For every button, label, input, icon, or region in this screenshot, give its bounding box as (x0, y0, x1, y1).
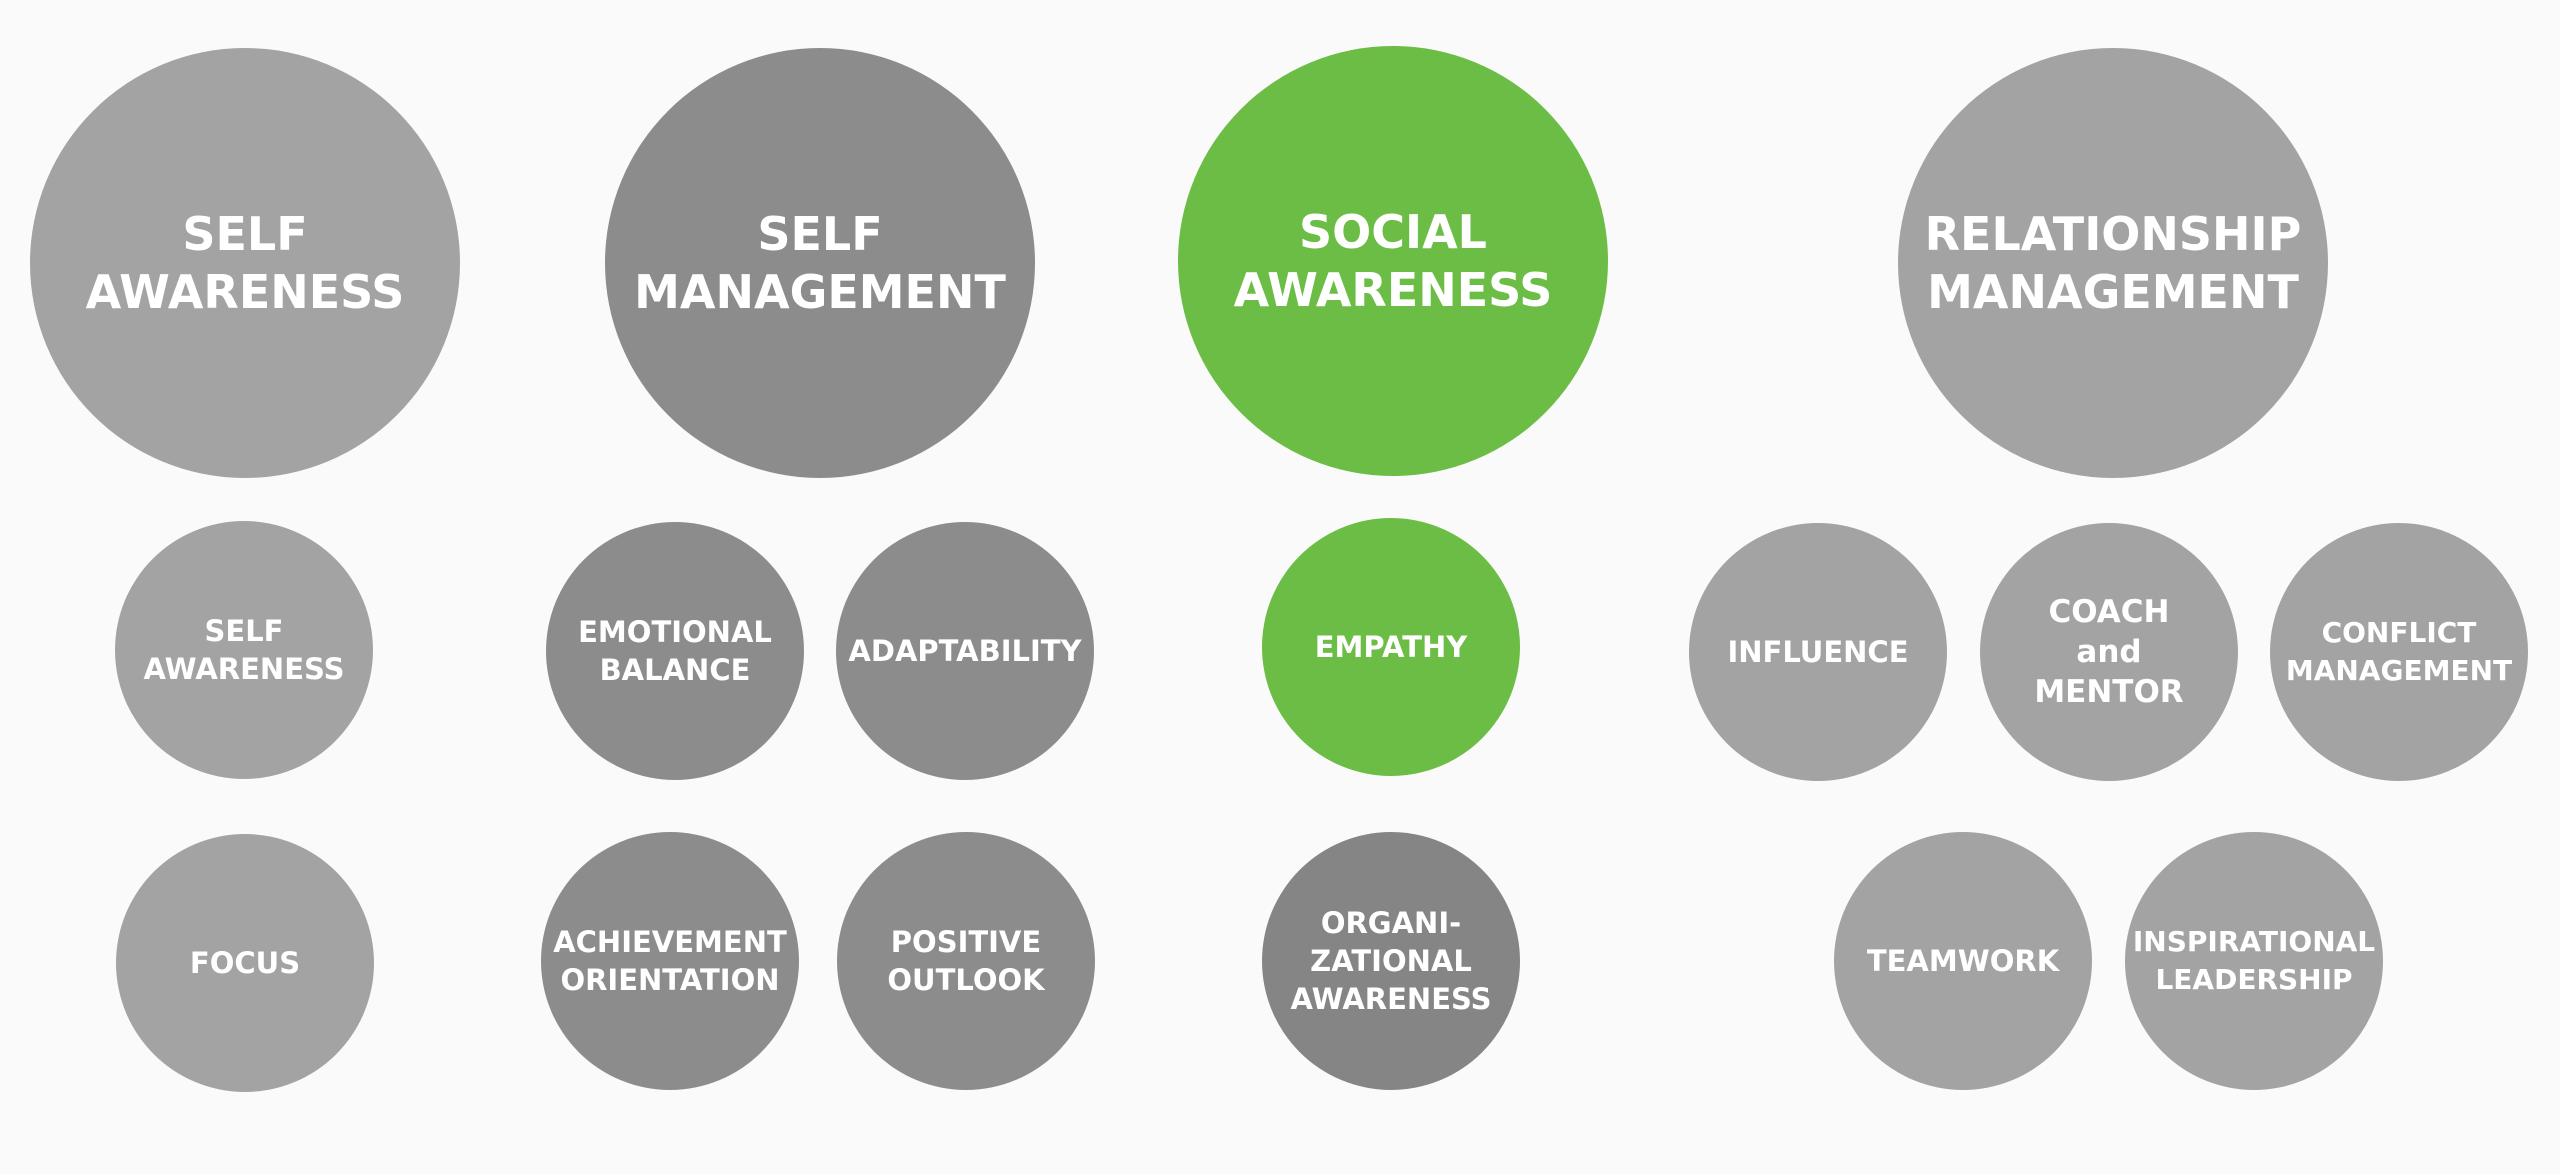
competency-self-awareness-circle: SELF AWARENESS (115, 521, 373, 779)
competency-inspirational-leadership-circle: INSPIRATIONAL LEADERSHIP (2125, 832, 2383, 1090)
competency-empathy-circle: EMPATHY (1262, 518, 1520, 776)
competency-positive-outlook-label: POSITIVE OUTLOOK (887, 925, 1045, 997)
competency-positive-outlook-circle: POSITIVE OUTLOOK (837, 832, 1095, 1090)
competency-focus-label: FOCUS (189, 946, 301, 980)
competency-self-awareness-label: SELF AWARENESS (143, 614, 345, 686)
competency-influence-label: INFLUENCE (1727, 635, 1909, 669)
domain-relationship-management-label: RELATIONSHIP MANAGEMENT (1924, 207, 2302, 319)
competency-coach-and-mentor-circle: COACH and MENTOR (1980, 523, 2238, 781)
competency-teamwork-circle: TEAMWORK (1834, 832, 2092, 1090)
domain-self-awareness-label: SELF AWARENESS (85, 207, 405, 319)
competency-organizational-awareness-circle: ORGANI- ZATIONAL AWARENESS (1262, 832, 1520, 1090)
competency-achievement-orientation-circle: ACHIEVEMENT ORIENTATION (541, 832, 799, 1090)
domain-self-management-label: SELF MANAGEMENT (634, 207, 1006, 319)
domain-social-awareness-label: SOCIAL AWARENESS (1233, 205, 1553, 317)
competency-adaptability-label: ADAPTABILITY (848, 634, 1082, 668)
competency-emotional-balance-circle: EMOTIONAL BALANCE (546, 522, 804, 780)
competency-achievement-orientation-label: ACHIEVEMENT ORIENTATION (553, 925, 787, 997)
competency-conflict-management-label: CONFLICT MANAGEMENT (2285, 616, 2513, 687)
competency-inspirational-leadership-label: INSPIRATIONAL LEADERSHIP (2132, 925, 2376, 996)
competency-influence-circle: INFLUENCE (1689, 523, 1947, 781)
competency-teamwork-label: TEAMWORK (1866, 944, 2060, 978)
domain-self-management-circle: SELF MANAGEMENT (605, 48, 1035, 478)
competency-empathy-label: EMPATHY (1314, 630, 1468, 664)
competency-conflict-management-circle: CONFLICT MANAGEMENT (2270, 523, 2528, 781)
domain-relationship-management-circle: RELATIONSHIP MANAGEMENT (1898, 48, 2328, 478)
competency-coach-and-mentor-label: COACH and MENTOR (2034, 594, 2184, 710)
competency-organizational-awareness-label: ORGANI- ZATIONAL AWARENESS (1290, 906, 1492, 1016)
domain-social-awareness-circle: SOCIAL AWARENESS (1178, 46, 1608, 476)
competency-focus-circle: FOCUS (116, 834, 374, 1092)
competency-adaptability-circle: ADAPTABILITY (836, 522, 1094, 780)
competency-emotional-balance-label: EMOTIONAL BALANCE (578, 615, 772, 687)
domain-self-awareness-circle: SELF AWARENESS (30, 48, 460, 478)
